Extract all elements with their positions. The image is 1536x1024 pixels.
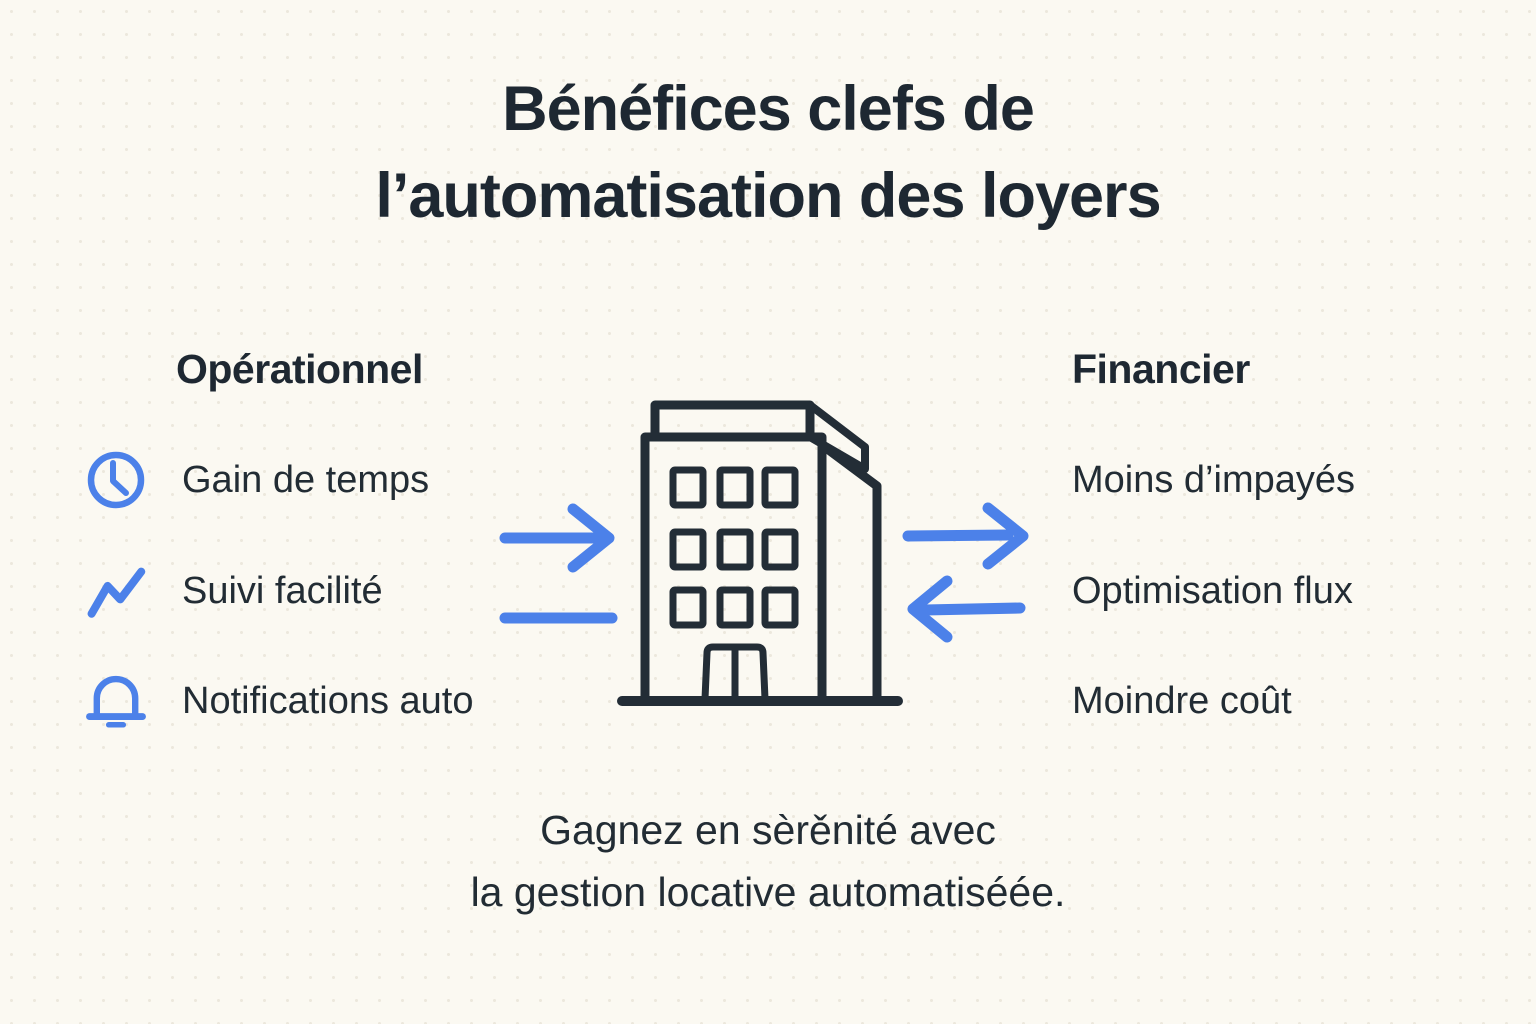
page-title: Bénéfices clefs de l’automatisation des … bbox=[0, 66, 1536, 240]
benefit-row-suivi-facilite: Suivi facilité bbox=[84, 559, 383, 623]
footer-line-2: la gestion locative automatiséée. bbox=[470, 868, 1066, 915]
footer-caption: Gagnez en sèrěnité avec la gestion locat… bbox=[0, 800, 1536, 923]
benefit-label: Gain de temps bbox=[182, 458, 430, 501]
footer-line-1: Gagnez en sèrěnité avec bbox=[540, 807, 996, 853]
benefit-label-moindre-cout: Moindre coût bbox=[1072, 680, 1292, 722]
arrow-exchange-icon bbox=[902, 502, 1029, 643]
operational-header: Opérationnel bbox=[176, 346, 423, 392]
benefit-row-gain-de-temps: Gain de temps bbox=[84, 448, 429, 512]
benefit-label-optimisation-flux: Optimisation flux bbox=[1072, 570, 1353, 612]
title-line-1: Bénéfices clefs de bbox=[502, 74, 1035, 144]
clock-icon bbox=[84, 448, 148, 512]
benefit-label-moins-impayes: Moins d’impayés bbox=[1072, 459, 1355, 501]
title-line-2: l’automatisation des loyers bbox=[375, 160, 1161, 231]
building-icon bbox=[617, 400, 903, 706]
benefit-label: Notifications auto bbox=[182, 679, 474, 722]
benefit-label: Suivi facilité bbox=[182, 569, 383, 612]
benefit-row-notifications-auto: Notifications auto bbox=[84, 669, 474, 733]
arrow-right-icon bbox=[499, 503, 618, 624]
bell-icon bbox=[84, 669, 148, 733]
financial-header: Financier bbox=[1072, 346, 1250, 392]
trend-line-icon bbox=[84, 559, 148, 623]
